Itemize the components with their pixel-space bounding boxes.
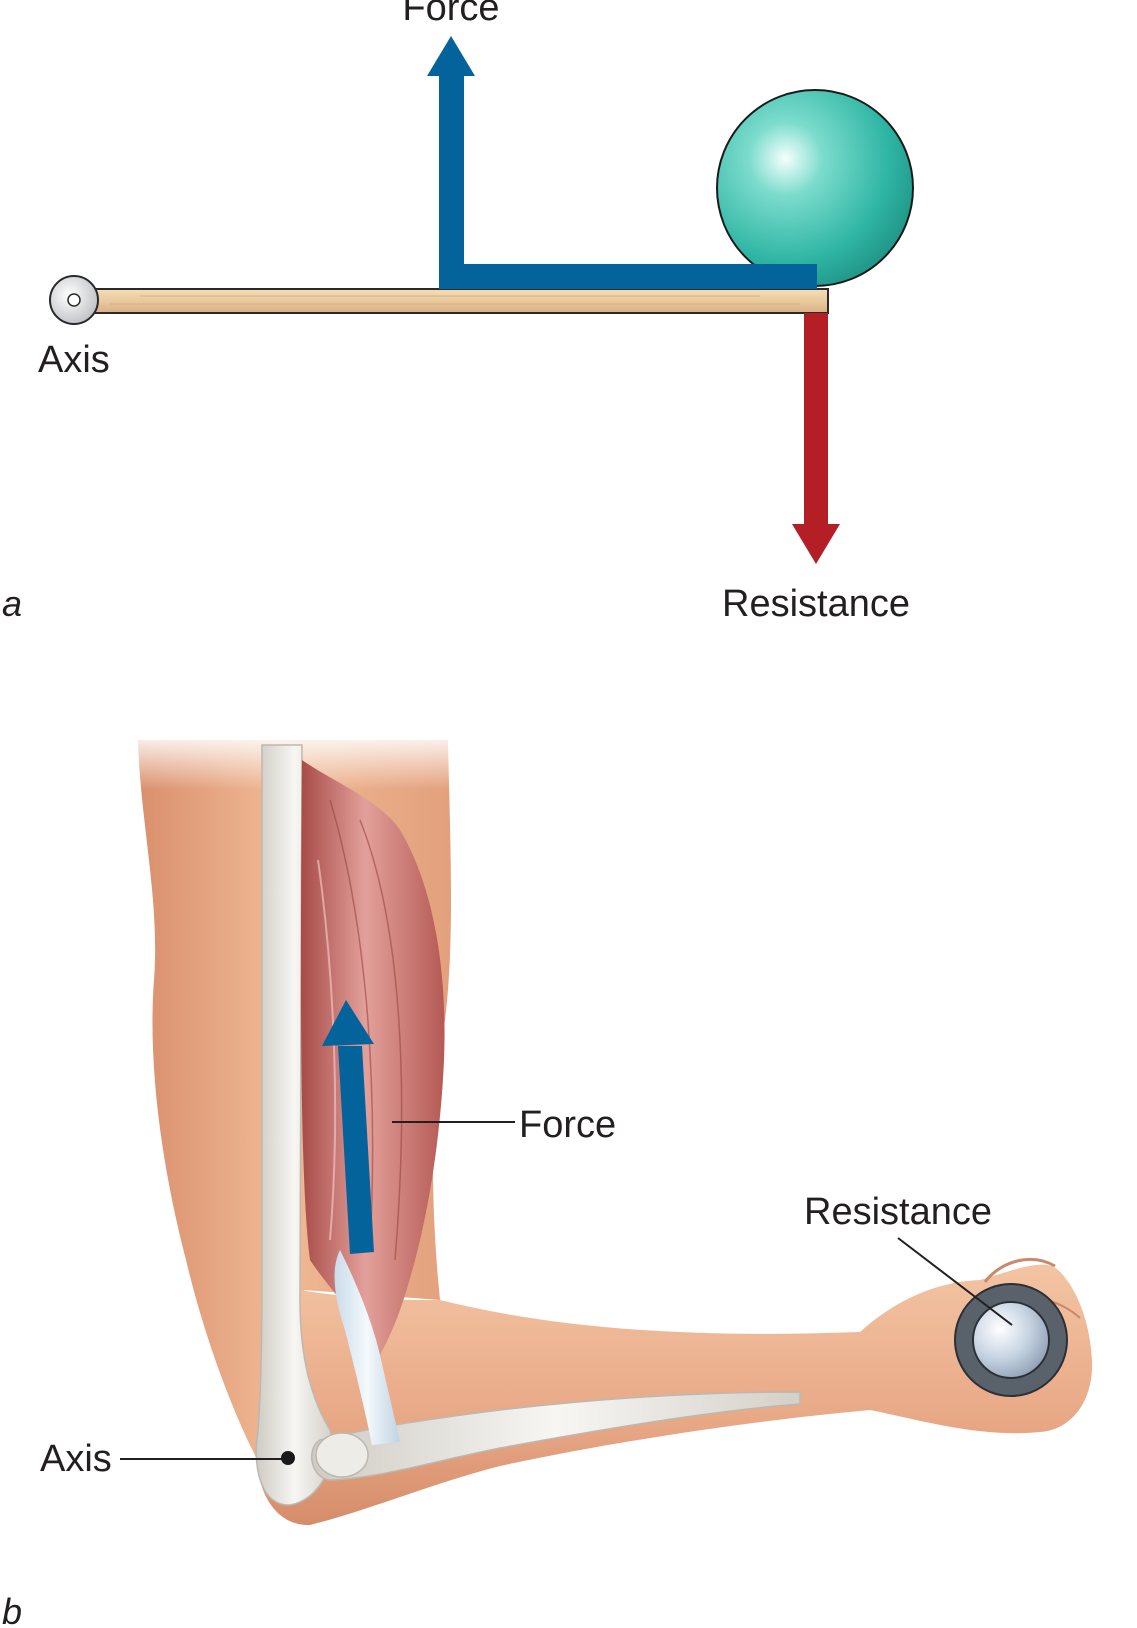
lever-bar [77, 288, 829, 314]
forearm-bones [311, 1391, 801, 1481]
force-arrow-muscle [322, 1000, 374, 1254]
axis-label-b: Axis [40, 1438, 112, 1480]
weight-icon [954, 1283, 1068, 1397]
panel-b: Force Resistance Axis b [2, 730, 1093, 1628]
force-label-b: Force [519, 1104, 616, 1146]
resistance-label-b: Resistance [804, 1191, 992, 1233]
resistance-label-a: Resistance [722, 583, 910, 625]
force-label-a: Force [402, 0, 499, 29]
pivot-icon [49, 275, 99, 325]
biceps-tendon [334, 1250, 400, 1445]
resistance-leader-line [897, 1237, 1013, 1326]
resistance-ball [716, 89, 914, 287]
resistance-arrow [792, 313, 840, 564]
humerus-bone [255, 744, 334, 1506]
panel-label-b: b [2, 1591, 22, 1628]
force-arrow [427, 36, 817, 289]
axis-label-a: Axis [38, 339, 110, 381]
biceps-muscle [300, 760, 445, 1355]
panel-a: Force Axis Resistance a [2, 0, 914, 625]
axis-point [281, 1451, 295, 1465]
panel-label-a: a [2, 583, 22, 624]
